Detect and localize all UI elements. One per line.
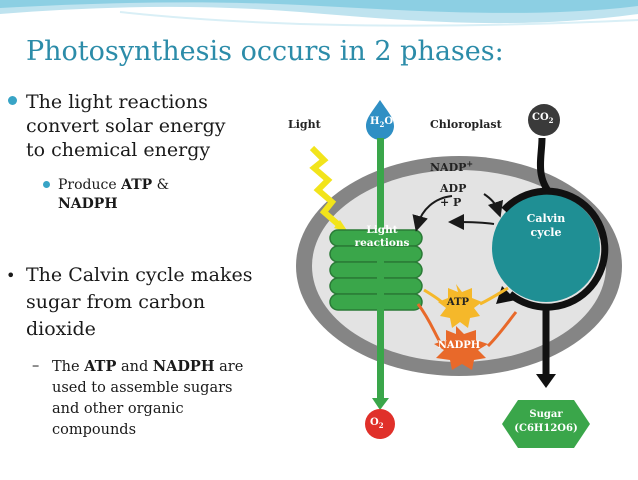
label-light: Light <box>288 118 321 131</box>
bullet-line: dioxide <box>26 318 96 340</box>
text-nadph: NADPH <box>152 358 215 375</box>
text-ampersand: & <box>152 177 170 193</box>
oxygen-icon <box>365 409 395 439</box>
label-atp: ATP <box>446 297 470 308</box>
header-wave-decoration <box>0 0 638 27</box>
sub-bullet-line: Produce ATP & <box>58 176 169 195</box>
text-nadph: NADPH <box>58 196 118 212</box>
label-adp: ADP <box>440 182 467 195</box>
label-h2o: H2O <box>370 116 394 129</box>
sub-bullet-line: compounds <box>52 422 137 438</box>
sugar-hexagon-icon <box>502 400 590 448</box>
sub-bullet-produce: Produce ATP & NADPH <box>43 176 169 214</box>
label-co2: CO2 <box>532 112 554 125</box>
atp-burst-icon <box>438 284 482 328</box>
light-ray-icon <box>309 145 342 229</box>
sub-bullet-line: and other organic <box>52 401 184 417</box>
label-nadph: NADPH <box>437 340 481 351</box>
text-the: The <box>52 359 85 375</box>
label-pi: + P <box>440 196 462 209</box>
label-chloroplast: Chloroplast <box>430 118 502 131</box>
sub-bullet-dot-icon <box>43 181 50 188</box>
nadph-burst-icon <box>434 326 488 370</box>
label-nadp: NADP+ <box>430 158 474 174</box>
thylakoid-stack-icon <box>329 229 423 311</box>
bullet-line: convert solar energy <box>26 115 226 137</box>
bullet-calvin-cycle: • The Calvin cycle makes sugar from carb… <box>6 262 253 343</box>
photosynthesis-diagram: Light Chloroplast H2O CO2 NADP+ ADP + P … <box>284 98 638 476</box>
bullet-marker: • <box>6 266 16 285</box>
text-and: and <box>116 359 153 375</box>
bullet-dot-icon <box>8 96 17 105</box>
calvin-cycle-circle <box>492 194 600 302</box>
bullet-light-reactions: The light reactions convert solar energy… <box>8 90 226 162</box>
label-o2: O2 <box>370 417 384 430</box>
text-atp: ATP <box>121 177 153 193</box>
bullet-line: sugar from carbon <box>26 291 206 313</box>
text-are: are <box>214 359 244 375</box>
water-drop-icon <box>366 100 394 140</box>
sub-bullet-line: The ATP and NADPH are <box>52 356 243 378</box>
bullet-line: to chemical energy <box>26 139 211 161</box>
bullet-line: The light reactions <box>26 91 208 113</box>
sub-bullet-atp-nadph: – The ATP and NADPH are used to assemble… <box>32 356 243 441</box>
bullet-line: The Calvin cycle makes <box>26 264 253 286</box>
sub-bullet-marker: – <box>32 358 40 374</box>
label-sugar: Sugar(C6H12O6) <box>514 409 578 434</box>
text-atp: ATP <box>84 358 117 375</box>
diagram-graphic <box>284 98 638 476</box>
sub-bullet-line: NADPH <box>58 195 169 214</box>
sub-bullet-line: used to assemble sugars <box>52 380 233 396</box>
co2-icon <box>528 104 560 136</box>
text-produce: Produce <box>58 177 122 193</box>
slide-title: Photosynthesis occurs in 2 phases: <box>26 36 504 67</box>
